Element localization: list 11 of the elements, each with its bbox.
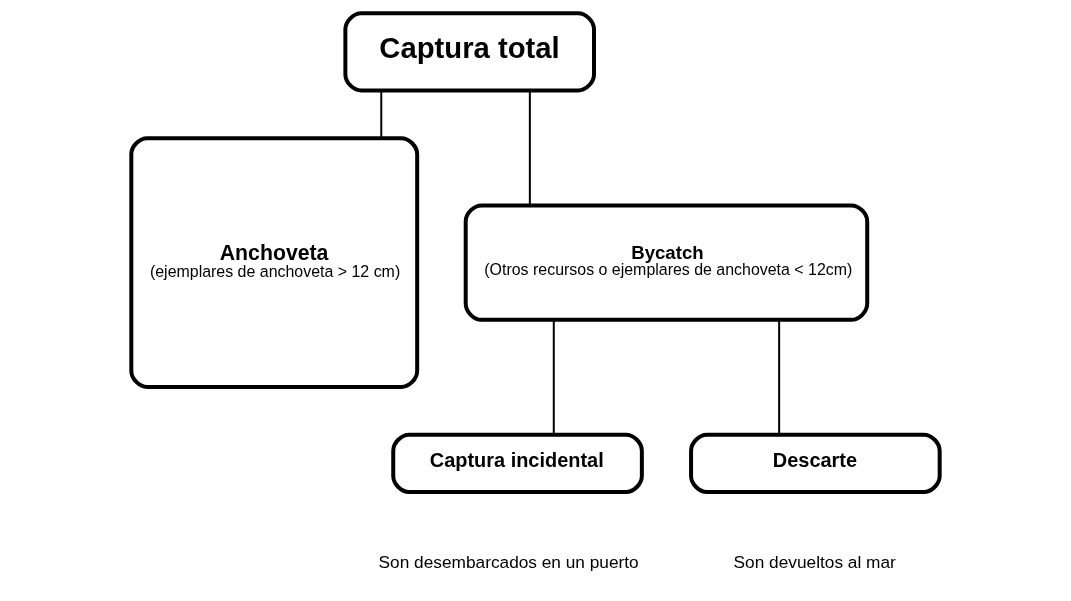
node-box: Descarte bbox=[689, 432, 942, 494]
connector bbox=[528, 89, 531, 207]
connector bbox=[380, 89, 383, 140]
connector bbox=[552, 319, 555, 436]
label: Son desembarcados en un puerto bbox=[378, 552, 639, 573]
label: Son devueltos al mar bbox=[733, 552, 896, 573]
connector bbox=[778, 319, 781, 436]
node-box: Bycatch (Otros recursos o ejemplares de anchoveta < 12cm) bbox=[463, 203, 870, 322]
node-box: Anchoveta (ejemplares de anchoveta > 12 cm) bbox=[129, 136, 420, 389]
node-box: Captura incidental bbox=[391, 432, 644, 494]
node-box: Captura total bbox=[343, 11, 596, 93]
